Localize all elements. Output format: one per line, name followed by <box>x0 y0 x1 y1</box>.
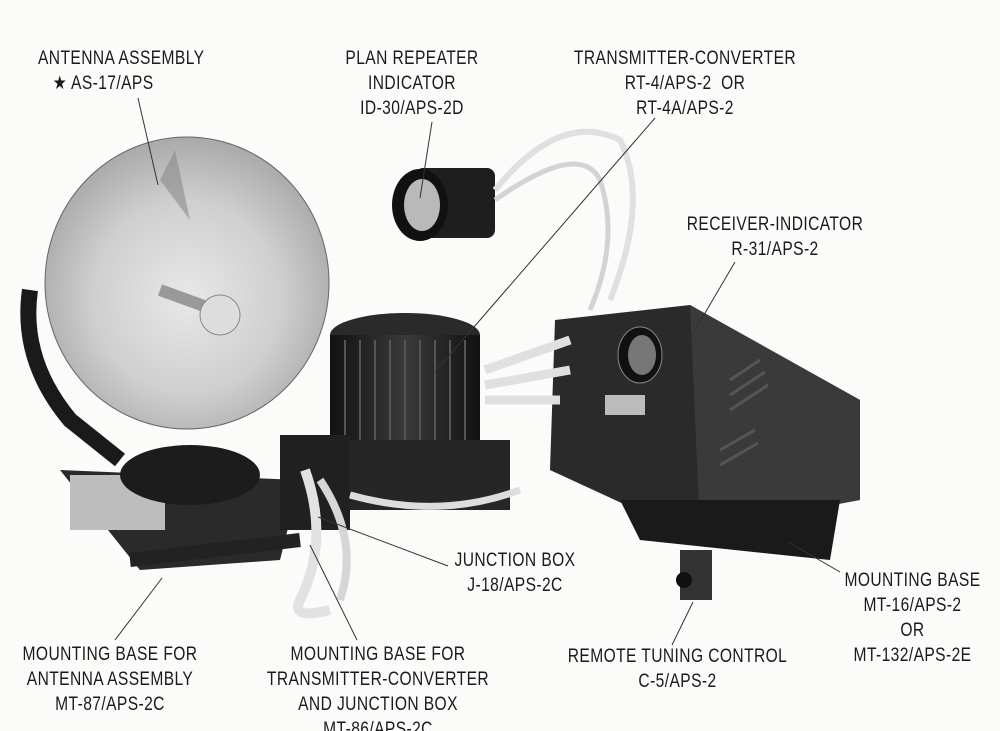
label-line: OR <box>900 620 925 641</box>
label-line: MT-16/APS-2 <box>863 595 962 616</box>
label-line: MT-86/APS-2C <box>323 719 433 731</box>
label-plan-repeater-indicator: PLAN REPEATER INDICATOR ID-30/APS-2D <box>330 46 494 121</box>
label-transmitter-converter: TRANSMITTER-CONVERTER RT-4/APS-2 OR RT-4… <box>570 46 800 121</box>
label-line: C-5/APS-2 <box>638 671 717 692</box>
label-line: R-31/APS-2 <box>731 239 819 260</box>
antenna-dish <box>44 136 330 430</box>
label-line: ID-30/APS-2D <box>360 98 464 119</box>
label-line: TRANSMITTER-CONVERTER <box>573 48 797 69</box>
label-line: RT-4A/APS-2 <box>636 98 734 119</box>
label-line: PLAN REPEATER <box>345 48 479 69</box>
remote-tuning-control <box>676 550 712 600</box>
label-line: MOUNTING BASE FOR <box>290 644 466 665</box>
label-antenna-assembly: ANTENNA ASSEMBLY ★ AS-17/APS <box>38 46 205 96</box>
label-junction-box: JUNCTION BOX J-18/APS-2C <box>454 548 577 598</box>
label-line: MT-87/APS-2C <box>55 694 165 715</box>
junction-box <box>280 435 522 619</box>
label-line: REMOTE TUNING CONTROL <box>567 646 788 667</box>
label-line: MOUNTING BASE FOR <box>22 644 198 665</box>
antenna-mount <box>20 288 301 570</box>
label-line: MOUNTING BASE <box>844 570 981 591</box>
label-line: RT-4/APS-2 OR <box>624 73 746 94</box>
label-line: AND JUNCTION BOX <box>298 694 458 715</box>
label-line: ANTENNA ASSEMBLY <box>26 669 194 690</box>
label-receiver-indicator: RECEIVER-INDICATOR R-31/APS-2 <box>685 212 865 262</box>
label-line: INDICATOR <box>368 73 456 94</box>
label-line: TRANSMITTER-CONVERTER <box>266 669 490 690</box>
label-mounting-base-receiver: MOUNTING BASE MT-16/APS-2 OR MT-132/APS-… <box>837 568 989 668</box>
leader-lines <box>114 97 841 646</box>
label-line: MT-132/APS-2E <box>853 645 972 666</box>
label-line: RECEIVER-INDICATOR <box>686 214 864 235</box>
label-line: ANTENNA ASSEMBLY <box>38 48 205 69</box>
plan-repeater-indicator <box>392 128 636 311</box>
label-line: J-18/APS-2C <box>467 575 563 596</box>
label-line: JUNCTION BOX <box>454 550 576 571</box>
receiver-indicator <box>483 305 860 560</box>
transmitter-converter <box>330 313 510 510</box>
label-remote-tuning-control: REMOTE TUNING CONTROL C-5/APS-2 <box>561 644 795 694</box>
label-mounting-base-antenna: MOUNTING BASE FOR ANTENNA ASSEMBLY MT-87… <box>16 642 205 717</box>
label-mounting-base-transmitter: MOUNTING BASE FOR TRANSMITTER-CONVERTER … <box>263 642 493 731</box>
label-line: ★ AS-17/APS <box>52 73 154 94</box>
